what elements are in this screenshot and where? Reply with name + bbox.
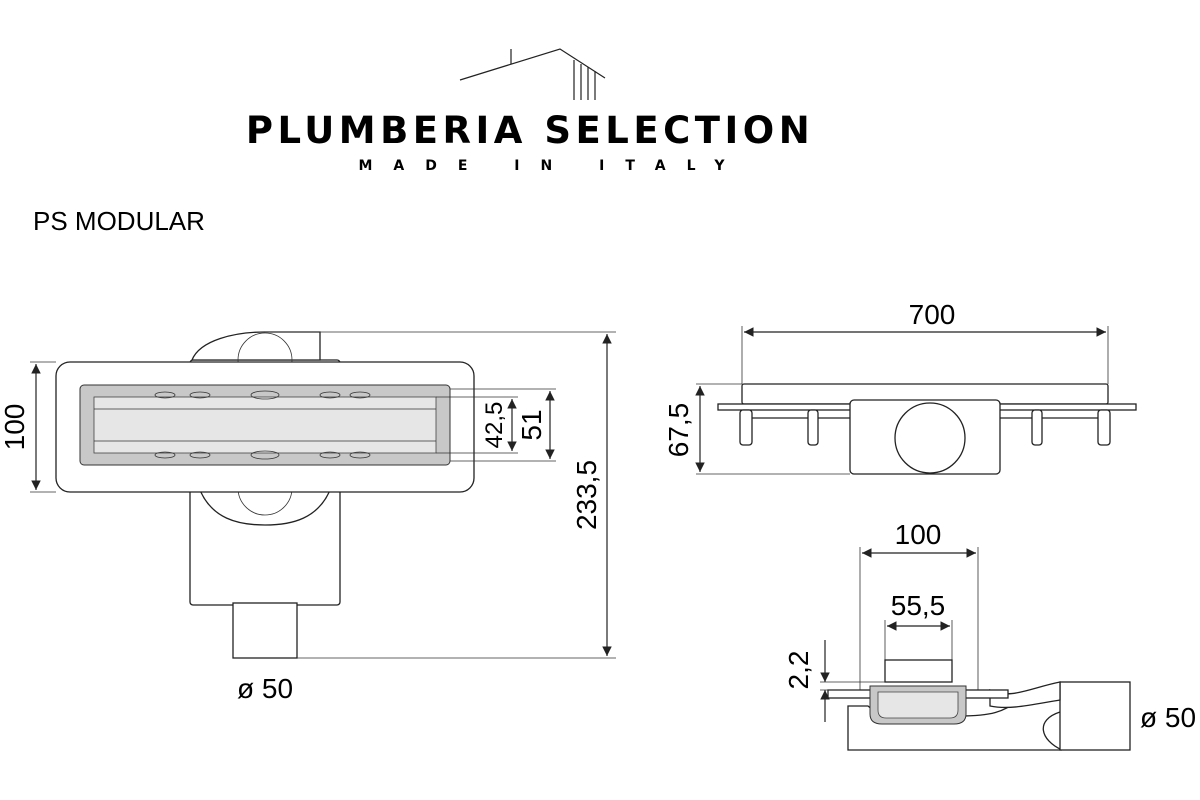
section-outlet-label: ø 50 [1140,702,1196,733]
dim-grate-outer-label: 51 [516,409,547,440]
outlet-diameter-label: ø 50 [237,673,293,704]
dim-section-inner-label: 55,5 [891,590,946,621]
dim-section-offset-label: 2,2 [783,651,814,690]
section-view: 100 55,5 2,2 ø 50 [783,519,1196,751]
section-outlet [1059,681,1131,751]
foot-2 [807,409,819,446]
foot-3 [1031,409,1043,446]
brand-name: PLUMBERIA SELECTION [246,109,814,152]
siphon-bottom [197,484,333,526]
house-roof-icon [459,48,606,100]
clip-marks [154,390,371,460]
brand-logo: PLUMBERIA SELECTION MADE IN ITALY [246,48,814,174]
foot-4 [1097,409,1111,446]
side-view: 700 67,5 [663,299,1137,475]
dim-section-width-label: 100 [895,519,942,550]
dim-side-height-label: 67,5 [663,403,694,458]
outlet-circle [894,402,966,474]
outlet-pipe [232,602,298,659]
grate-inner [93,396,437,454]
top-view: 100 233,5 42,5 51 ø 50 [0,331,616,704]
siphon-top [191,331,321,361]
foot-1 [739,409,753,446]
dim-length-label: 233,5 [571,460,602,530]
dim-grate-inner-label: 42,5 [481,402,508,449]
product-title: PS MODULAR [33,206,205,236]
brand-tagline: MADE IN ITALY [358,158,745,174]
dim-width-label: 100 [0,404,30,451]
dim-side-length-label: 700 [909,299,956,330]
section-grate [884,659,953,683]
